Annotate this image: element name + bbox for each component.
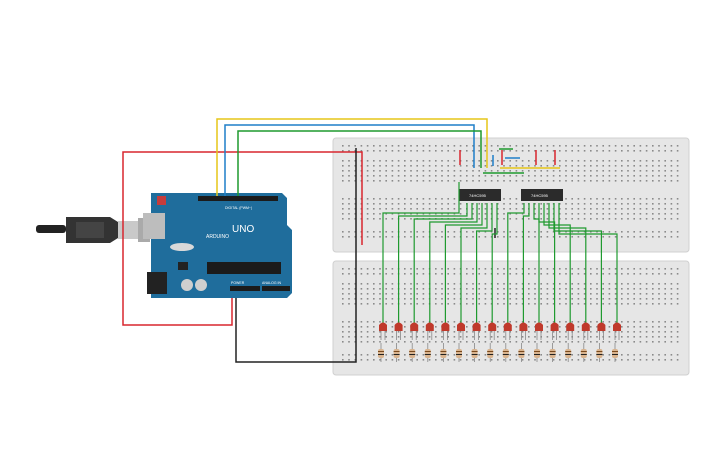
capacitor-2: [195, 279, 207, 291]
led[interactable]: [410, 322, 419, 341]
crystal: [170, 243, 194, 251]
resistor[interactable]: [518, 343, 525, 362]
chip-1-label: 74HC595: [469, 193, 487, 198]
resistor[interactable]: [378, 343, 384, 362]
resistor[interactable]: [487, 343, 494, 362]
power-label: POWER: [231, 281, 245, 285]
led[interactable]: [597, 322, 606, 341]
output-wire[interactable]: [476, 203, 493, 323]
arduino-logo-text: ARDUINO: [206, 234, 229, 240]
led[interactable]: [488, 322, 497, 341]
output-wire[interactable]: [413, 203, 473, 323]
led[interactable]: [425, 322, 434, 341]
output-wire[interactable]: [398, 203, 468, 323]
output-wire[interactable]: [548, 203, 587, 323]
analog-label: ANALOG IN: [262, 281, 282, 285]
resistor[interactable]: [424, 343, 431, 362]
power-jack: [147, 272, 167, 294]
shift-register-1[interactable]: 74HC595: [459, 189, 501, 201]
shift-register-2[interactable]: 74HC595: [521, 189, 563, 201]
wire-clock-blue[interactable]: [224, 124, 475, 196]
resistor[interactable]: [471, 343, 478, 362]
output-wire[interactable]: [507, 203, 525, 323]
wire-data-yellow[interactable]: [216, 118, 488, 196]
resistor[interactable]: [596, 343, 603, 362]
wire-gnd-black[interactable]: [235, 148, 357, 363]
wire-latch-green[interactable]: [237, 130, 482, 196]
resistor[interactable]: [502, 343, 509, 362]
led[interactable]: [472, 322, 481, 341]
led[interactable]: [379, 322, 387, 341]
led[interactable]: [394, 322, 403, 341]
usb-cable[interactable]: [36, 217, 150, 243]
analog-header: [262, 286, 290, 291]
resistor-row[interactable]: [378, 343, 618, 362]
led[interactable]: [550, 322, 559, 341]
output-wire[interactable]: [538, 203, 556, 323]
led-row[interactable]: [379, 322, 621, 341]
output-wire[interactable]: [558, 203, 618, 323]
power-header: [230, 286, 260, 291]
output-wire[interactable]: [460, 203, 488, 323]
output-wire[interactable]: [553, 203, 602, 323]
led[interactable]: [503, 322, 512, 341]
chip-2-label: 74HC595: [531, 193, 549, 198]
wire-5v-red[interactable]: [122, 151, 363, 326]
led[interactable]: [566, 322, 575, 341]
atmega-chip: [207, 262, 281, 274]
led[interactable]: [441, 322, 450, 341]
output-wires[interactable]: [382, 182, 618, 323]
led[interactable]: [519, 322, 528, 341]
output-wire[interactable]: [491, 203, 498, 323]
resistor[interactable]: [580, 343, 587, 362]
output-wire[interactable]: [444, 203, 483, 323]
arduino-uno-board[interactable]: ARDUINO UNO DIGITAL (PWM~) POWER ANALOG …: [143, 193, 292, 298]
resistor[interactable]: [534, 343, 540, 362]
output-wire[interactable]: [533, 203, 540, 323]
regulator: [178, 262, 188, 270]
output-wire[interactable]: [382, 182, 460, 323]
resistor[interactable]: [393, 343, 400, 362]
rail-jumpers[interactable]: [459, 148, 560, 238]
reset-button[interactable]: [157, 196, 166, 205]
resistor[interactable]: [549, 343, 556, 362]
breadboard-top[interactable]: [332, 137, 690, 253]
breadboard-bottom[interactable]: [332, 260, 690, 376]
resistor[interactable]: [612, 343, 618, 362]
led[interactable]: [613, 322, 621, 341]
led[interactable]: [581, 322, 590, 341]
resistor[interactable]: [440, 343, 447, 362]
digital-header-a: [198, 196, 278, 201]
capacitor-1: [181, 279, 193, 291]
led[interactable]: [457, 322, 465, 341]
digital-label: DIGITAL (PWM~): [225, 206, 252, 210]
uno-logo-text: UNO: [232, 224, 254, 235]
resistor[interactable]: [409, 343, 416, 362]
output-wire[interactable]: [429, 203, 478, 323]
resistor[interactable]: [456, 343, 462, 362]
output-wire[interactable]: [522, 203, 530, 323]
led[interactable]: [535, 322, 543, 341]
output-wire[interactable]: [543, 203, 571, 323]
resistor[interactable]: [565, 343, 572, 362]
usb-port: [143, 213, 165, 239]
